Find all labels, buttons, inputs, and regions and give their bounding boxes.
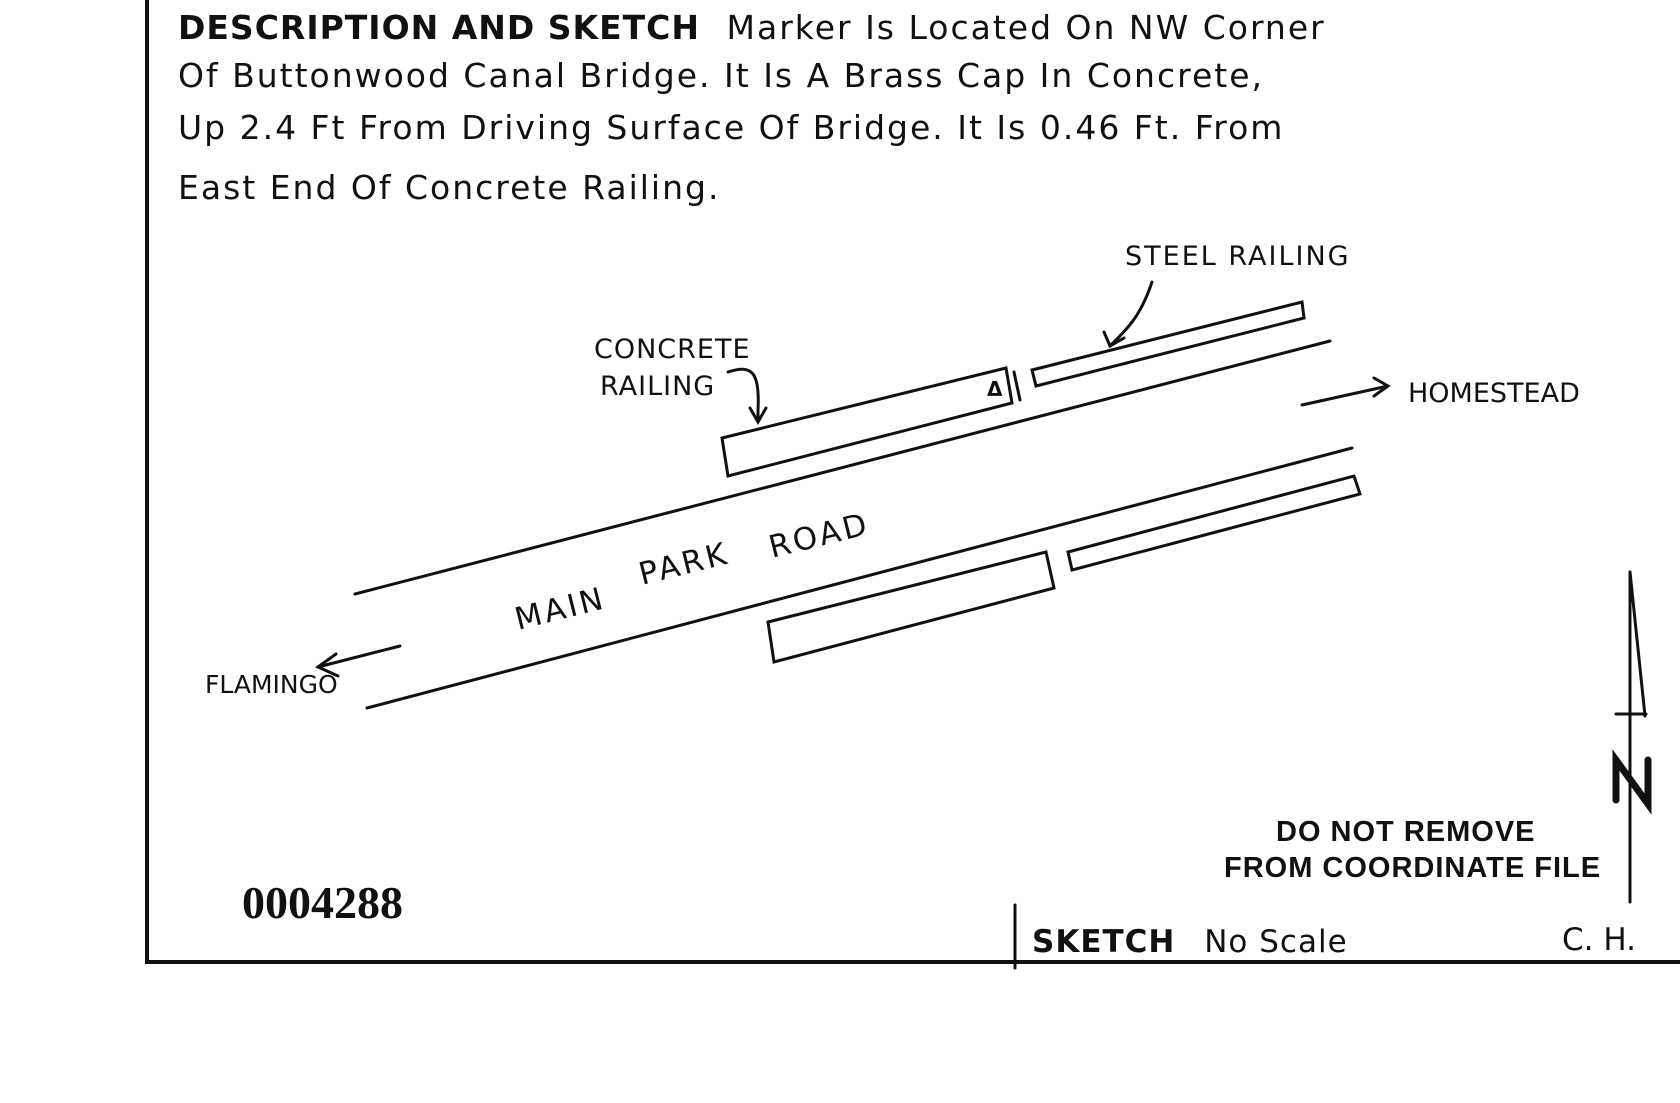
description-line-4: East End Of Concrete Railing. [178,168,721,207]
sketch-scale-label: SKETCH No Scale [1032,924,1348,960]
flamingo-arrow-shaft [316,644,402,669]
description-text-1: Marker Is Located On NW Corner [726,8,1326,47]
concrete-railing-leader-head [748,406,768,426]
homestead-label: HOMESTEAD [1408,378,1580,409]
north-arrow-side [1628,570,1647,718]
card-frame [145,0,1680,964]
benchmark-marker-symbol: Δ [987,377,1003,401]
road-north-edge [353,339,1332,596]
notice-line-2: FROM COORDINATE FILE [1224,852,1602,884]
north-symbol [1612,749,1652,815]
concrete-railing-label-2: RAILING [600,371,715,402]
road-label-park: PARK [635,536,733,593]
road-label-road: ROAD [765,506,873,566]
steel-railing-leader [1108,280,1154,348]
description-line-2: Of Buttonwood Canal Bridge. It Is A Bras… [178,56,1264,95]
south-concrete-railing [766,550,1056,664]
initials: C. H. [1562,922,1636,958]
concrete-railing-leader [726,367,760,422]
south-steel-railing [1066,474,1362,572]
north-steel-railing [1030,300,1306,388]
homestead-arrow-shaft [1300,384,1390,407]
description-line-3: Up 2.4 Ft From Driving Surface Of Bridge… [178,108,1285,147]
file-number: 0004288 [242,877,403,928]
sketch-label: SKETCH [1032,924,1176,960]
homestead-arrow-head [1372,376,1391,398]
steel-railing-leader-head [1102,330,1126,349]
north-concrete-railing [720,366,1014,478]
steel-railing-label: STEEL RAILING [1125,241,1351,272]
flamingo-label: FLAMINGO [205,670,338,699]
flamingo-arrow-head [315,652,340,678]
description-heading: DESCRIPTION AND SKETCH [178,8,701,47]
scale-label: No Scale [1204,924,1348,960]
road-south-edge [365,446,1354,710]
road-label-main: MAIN [511,581,609,638]
notice-line-1: DO NOT REMOVE [1276,816,1536,848]
description-line-1: DESCRIPTION AND SKETCH Marker Is Located… [178,8,1326,47]
north-railing-end-tick [1012,370,1022,402]
concrete-railing-label-1: CONCRETE [594,334,751,365]
